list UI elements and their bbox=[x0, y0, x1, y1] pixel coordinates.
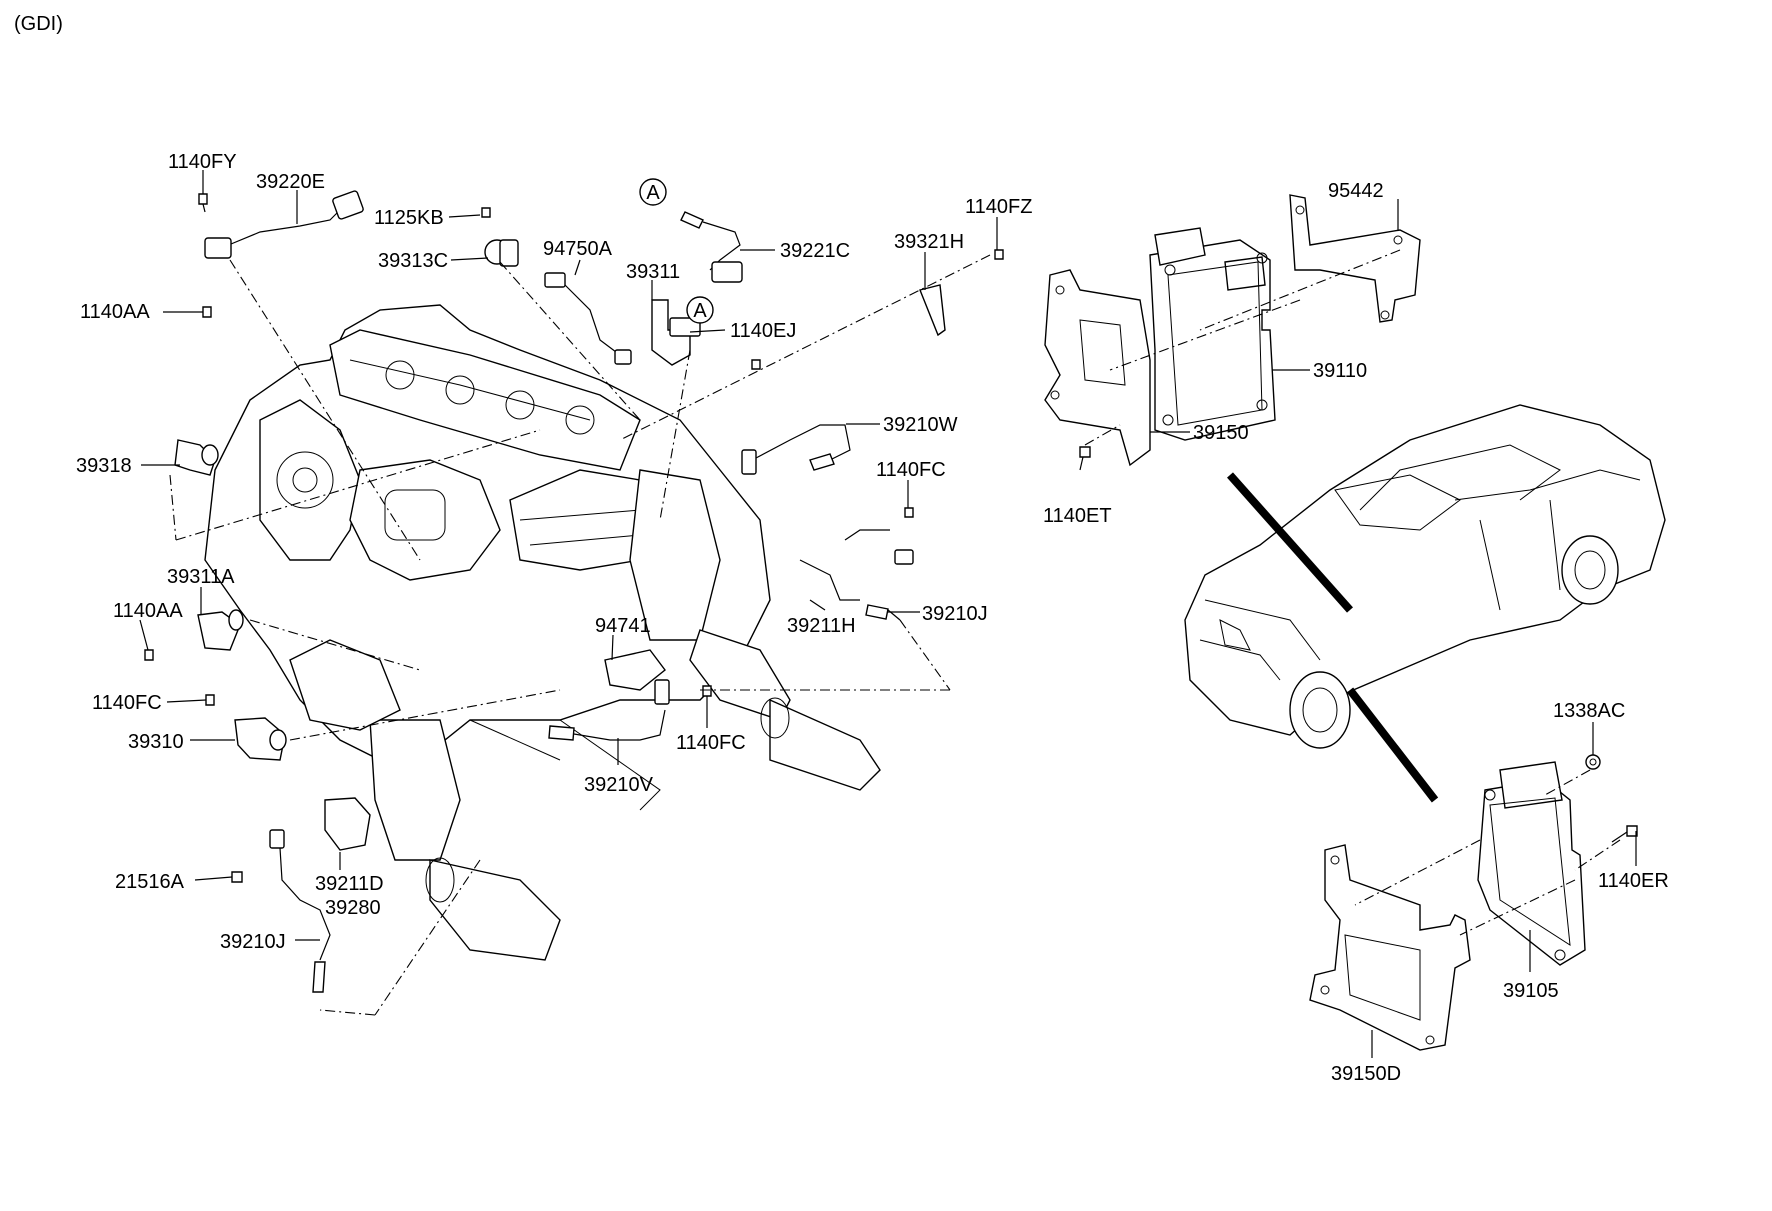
bolt-1140et bbox=[1079, 446, 1091, 458]
bolt-1140fc-left bbox=[205, 694, 215, 706]
sensor-39210j-right bbox=[799, 529, 914, 621]
bolt-1140fz bbox=[994, 249, 1004, 260]
callout-1125kb: 1125KB bbox=[374, 207, 444, 229]
callout-39313c: 39313C bbox=[378, 250, 448, 272]
callout-1338ac: 1338AC bbox=[1553, 700, 1625, 722]
callout-labels: 1140FY 39220E 1125KB 39313C 94750A 39221… bbox=[76, 151, 1669, 1085]
sensor-39313c bbox=[484, 239, 519, 267]
bolt-1140aa-mid bbox=[144, 649, 154, 661]
callout-39311a: 39311A bbox=[167, 566, 235, 588]
sensor-39210j-left bbox=[279, 847, 331, 993]
callout-39310: 39310 bbox=[128, 731, 184, 753]
harness-94750a bbox=[544, 272, 632, 365]
leader-lines bbox=[139, 170, 1637, 1058]
callout-1140aa-mid: 1140AA bbox=[113, 600, 183, 622]
callout-1140ej: 1140EJ bbox=[730, 320, 796, 342]
callout-94741: 94741 bbox=[595, 615, 651, 637]
svg-text:A: A bbox=[693, 300, 707, 322]
ecu-lower-connection-lines bbox=[1354, 769, 1621, 936]
engine-assembly bbox=[204, 304, 881, 961]
callout-1140aa-top: 1140AA bbox=[80, 301, 150, 323]
bolt-1140fc-right bbox=[904, 507, 914, 518]
callout-39221c: 39221C bbox=[780, 240, 850, 262]
callout-1140fz: 1140FZ bbox=[965, 196, 1032, 218]
bracket-39150 bbox=[1044, 269, 1151, 467]
bracket-39211d bbox=[269, 797, 371, 851]
sensor-39310 bbox=[234, 717, 287, 761]
callout-39311: 39311 bbox=[626, 261, 680, 283]
bolt-21516a bbox=[231, 871, 243, 883]
callout-39280: 39280 bbox=[325, 897, 381, 919]
bracket-94741 bbox=[604, 649, 670, 705]
callout-1140fc-mid: 1140FC bbox=[676, 732, 746, 754]
bolt-1140ej bbox=[751, 359, 761, 370]
reference-marker-a-bottom: A bbox=[686, 296, 714, 324]
bolt-1140fc-mid bbox=[702, 685, 712, 697]
vehicle-illustration bbox=[1184, 404, 1666, 803]
callout-1140fy: 1140FY bbox=[168, 151, 237, 173]
callout-21516a: 21516A bbox=[115, 871, 185, 893]
callout-39211d: 39211D bbox=[315, 873, 384, 895]
ecu-connection-lines bbox=[1084, 249, 1401, 446]
sensor-39311a bbox=[197, 609, 244, 651]
callout-1140er: 1140ER bbox=[1598, 870, 1669, 892]
callout-39210j-right: 39210J bbox=[922, 603, 988, 625]
bracket-39150d bbox=[1309, 844, 1471, 1051]
callout-39110: 39110 bbox=[1313, 360, 1367, 382]
sensor-39210w bbox=[741, 424, 851, 475]
engine-connection-lines bbox=[169, 254, 991, 1016]
sensor-39221c bbox=[680, 211, 743, 283]
callout-39210w: 39210W bbox=[883, 414, 958, 436]
ecu-39105 bbox=[1477, 761, 1586, 966]
variant-label: (GDI) bbox=[14, 13, 63, 35]
bracket-39321h bbox=[919, 284, 946, 337]
callout-39150: 39150 bbox=[1193, 422, 1249, 444]
bracket-95442 bbox=[1289, 194, 1421, 323]
bolt-1140fy bbox=[198, 193, 208, 213]
ecu-39110 bbox=[1149, 227, 1276, 441]
reference-marker-a-top: A bbox=[639, 178, 667, 206]
nut-1338ac bbox=[1585, 754, 1601, 770]
callout-39105: 39105 bbox=[1503, 980, 1559, 1002]
callout-39321h: 39321H bbox=[894, 231, 964, 253]
callout-94750a: 94750A bbox=[543, 238, 613, 260]
callout-39210j-left: 39210J bbox=[220, 931, 286, 953]
bolt-1125kb bbox=[481, 207, 491, 218]
sensor-39318 bbox=[174, 439, 219, 476]
callout-39211h: 39211H bbox=[787, 615, 856, 637]
callout-95442: 95442 bbox=[1328, 180, 1384, 202]
callout-39318: 39318 bbox=[76, 455, 132, 477]
bolt-1140aa-top bbox=[202, 306, 212, 318]
sensor-39210v bbox=[548, 709, 666, 741]
sensor-39220e bbox=[204, 190, 364, 259]
callout-1140fc-right: 1140FC bbox=[876, 459, 946, 481]
svg-text:A: A bbox=[646, 182, 660, 204]
bolt-1140er bbox=[1611, 825, 1638, 843]
callout-1140fc-left: 1140FC bbox=[92, 692, 162, 714]
callout-1140et: 1140ET bbox=[1043, 505, 1112, 527]
callout-39220e: 39220E bbox=[256, 171, 325, 193]
callout-39210v: 39210V bbox=[584, 774, 654, 796]
callout-39150d: 39150D bbox=[1331, 1063, 1401, 1085]
